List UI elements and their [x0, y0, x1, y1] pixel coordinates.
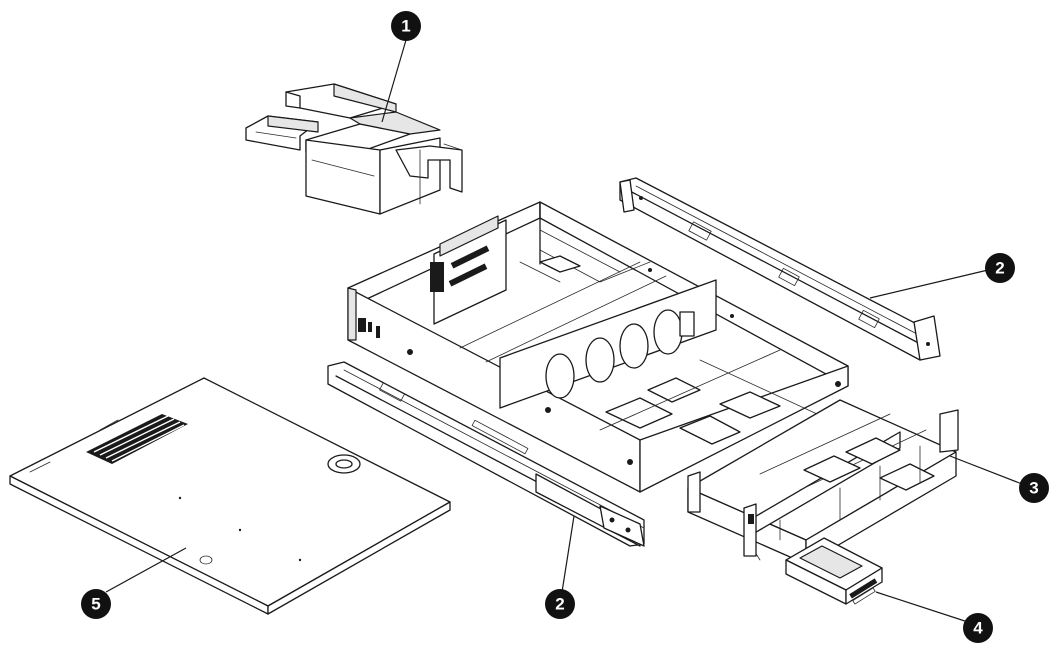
callout-3-label: 3	[1029, 479, 1038, 498]
leader-1	[381, 39, 407, 123]
rail-left	[327, 361, 645, 547]
callout-2-upper-label: 2	[995, 259, 1004, 278]
callout-4: 4	[963, 613, 993, 643]
leader-2a	[869, 269, 989, 299]
drive-cage	[687, 399, 959, 565]
callout-2-upper: 2	[985, 253, 1015, 283]
leader-2b	[561, 515, 575, 593]
rail-right	[619, 177, 941, 361]
leader-3	[949, 455, 1023, 485]
leader-4	[875, 591, 975, 625]
callout-3: 3	[1019, 473, 1049, 503]
leader-lines	[105, 39, 1023, 625]
top-cover	[9, 377, 451, 615]
leader-5	[105, 547, 187, 593]
chassis	[347, 201, 849, 493]
callout-5: 5	[81, 589, 111, 619]
callout-1: 1	[391, 11, 421, 41]
callout-4-label: 4	[973, 619, 983, 638]
callout-2-lower-label: 2	[555, 595, 564, 614]
air-baffle	[245, 83, 463, 215]
callout-1-label: 1	[401, 17, 410, 36]
callout-5-label: 5	[91, 595, 100, 614]
callout-2-lower: 2	[545, 589, 575, 619]
drive-carrier	[785, 537, 883, 605]
